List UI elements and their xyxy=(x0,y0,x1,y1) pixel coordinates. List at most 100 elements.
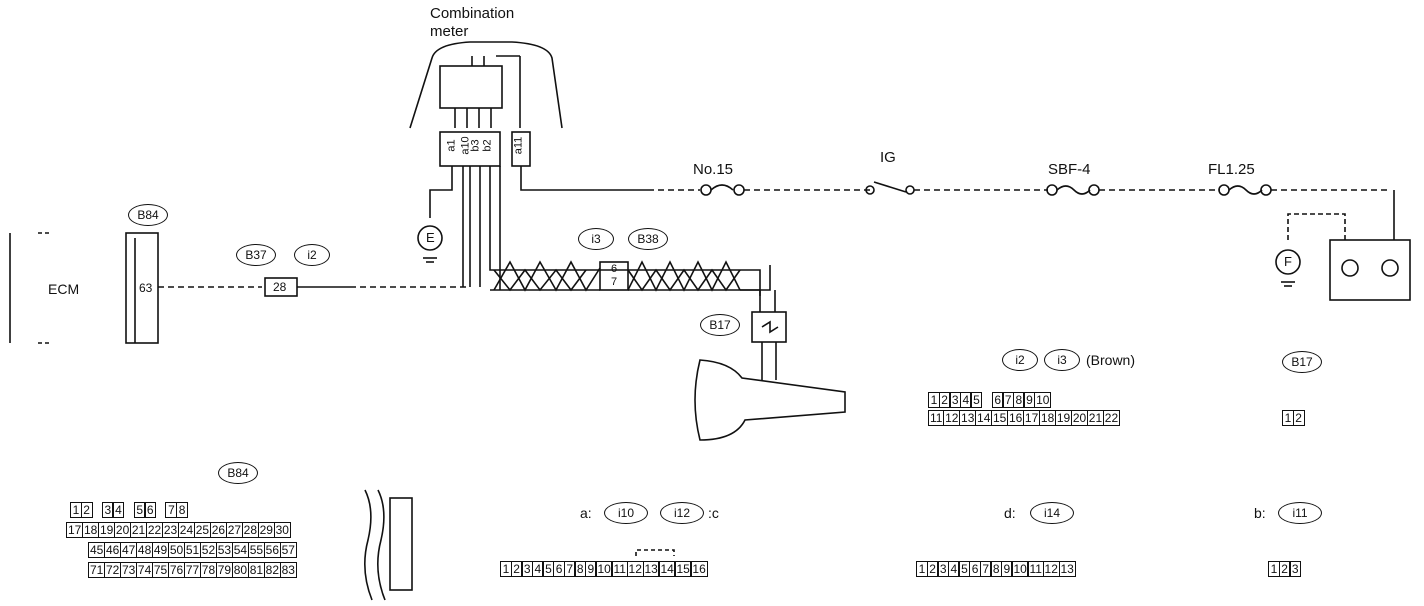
connector-pin: 5 xyxy=(970,392,983,408)
meter-pin-a11: a11 xyxy=(512,136,525,155)
connector-pin: 82 xyxy=(263,562,282,578)
i3-pin-top: 6 xyxy=(611,263,618,275)
c-suffix-label: :c xyxy=(708,505,719,521)
connector-pin: 74 xyxy=(135,562,154,578)
connector-pin: 22 xyxy=(1102,410,1121,426)
twisted-wire-left xyxy=(493,260,601,292)
oval-b38: B38 xyxy=(628,228,668,250)
combination-meter-label-line2: meter xyxy=(430,23,469,40)
ground-f-symbol xyxy=(1275,249,1301,275)
connector-pin: 11 xyxy=(611,561,628,577)
connector-pin: 20 xyxy=(113,522,132,538)
connector-pin: 15 xyxy=(674,561,692,577)
connector-pin: 28 xyxy=(241,522,260,538)
ecm-connector xyxy=(125,232,159,344)
connector-pin: 2 xyxy=(1292,410,1305,426)
oval-i3-legend: i3 xyxy=(1044,349,1080,371)
connector-pin: 26 xyxy=(209,522,228,538)
connector-pin: 77 xyxy=(183,562,202,578)
connector-pin: 27 xyxy=(225,522,244,538)
connector-pin: 10 xyxy=(1034,392,1052,408)
oval-i10: i10 xyxy=(604,502,648,524)
connector-pin: 52 xyxy=(199,542,218,558)
connector-pin: 55 xyxy=(247,542,266,558)
connector-pin: 75 xyxy=(151,562,170,578)
b38-pin-label: 28 xyxy=(273,280,287,294)
connector-pin: 11 xyxy=(928,410,945,426)
connector-pin: 25 xyxy=(193,522,212,538)
connector-pin: 83 xyxy=(279,562,297,578)
oval-b84-bottom: B84 xyxy=(218,462,258,484)
b-prefix-label: b: xyxy=(1254,505,1266,521)
connector-pin: 14 xyxy=(658,561,676,577)
ig-label: IG xyxy=(880,149,896,166)
connector-pin: 6 xyxy=(144,502,157,518)
connector-pin xyxy=(187,502,199,518)
connector-pin: 50 xyxy=(167,542,186,558)
a-prefix-label: a: xyxy=(580,505,592,521)
connector-pin: 16 xyxy=(1006,410,1025,426)
battery xyxy=(1329,239,1411,301)
d-prefix-label: d: xyxy=(1004,505,1016,521)
connector-pin: 15 xyxy=(990,410,1009,426)
connector-pin: 14 xyxy=(975,410,993,426)
connector-pin: 51 xyxy=(183,542,202,558)
connector-pin: 47 xyxy=(119,542,138,558)
connector-pin: 22 xyxy=(145,522,164,538)
connector-pin: 21 xyxy=(129,522,148,538)
connector-pin: 78 xyxy=(199,562,218,578)
connector-pin: 8 xyxy=(176,502,189,518)
connector-pin: 3 xyxy=(1289,561,1302,577)
oval-i3: i3 xyxy=(578,228,614,250)
ground-e-label: E xyxy=(426,230,435,245)
connector-pin: 20 xyxy=(1070,410,1089,426)
meter-pin-b3: b3 xyxy=(469,139,482,152)
fl125-label: FL1.25 xyxy=(1208,161,1255,178)
meter-pin-a1: a1 xyxy=(445,139,458,152)
connector-pin: 46 xyxy=(103,542,122,558)
connector-pin: 13 xyxy=(959,410,977,426)
connector-pin: 16 xyxy=(690,561,708,577)
connector-pin: 76 xyxy=(167,562,186,578)
connector-pin: 54 xyxy=(231,542,250,558)
connector-pin: 19 xyxy=(97,522,116,538)
connector-pin: 2 xyxy=(80,502,93,518)
oval-i11: i11 xyxy=(1278,502,1322,524)
ig-switch xyxy=(873,181,907,193)
ecm-label: ECM xyxy=(48,281,80,297)
connector-pin: 30 xyxy=(273,522,291,538)
combination-meter-housing xyxy=(409,41,563,129)
connector-pin: 49 xyxy=(151,542,170,558)
connector-pin: 12 xyxy=(943,410,961,426)
connector-pin: 23 xyxy=(161,522,180,538)
connector-pin: 4 xyxy=(112,502,125,518)
connector-pin: 21 xyxy=(1086,410,1105,426)
connector-pin: 24 xyxy=(177,522,196,538)
oval-i2: i2 xyxy=(294,244,330,266)
connector-pin: 18 xyxy=(81,522,100,538)
connector-pin: 11 xyxy=(1027,561,1044,577)
connector-pin: 79 xyxy=(215,562,234,578)
oval-b17-legend: B17 xyxy=(1282,351,1322,373)
oval-i2-legend: i2 xyxy=(1002,349,1038,371)
oval-i14: i14 xyxy=(1030,502,1074,524)
connector-pin: 72 xyxy=(103,562,122,578)
connector-pin: 81 xyxy=(247,562,266,578)
connector-pin: 12 xyxy=(626,561,644,577)
connector-pin: 53 xyxy=(215,542,234,558)
connector-pin: 13 xyxy=(642,561,660,577)
ground-e-symbol xyxy=(417,225,443,251)
connector-pin: 48 xyxy=(135,542,154,558)
transmission-body xyxy=(694,359,846,441)
i3-pin-bottom: 7 xyxy=(611,276,618,288)
connector-pin: 13 xyxy=(1058,561,1076,577)
connector-pin: 80 xyxy=(231,562,250,578)
